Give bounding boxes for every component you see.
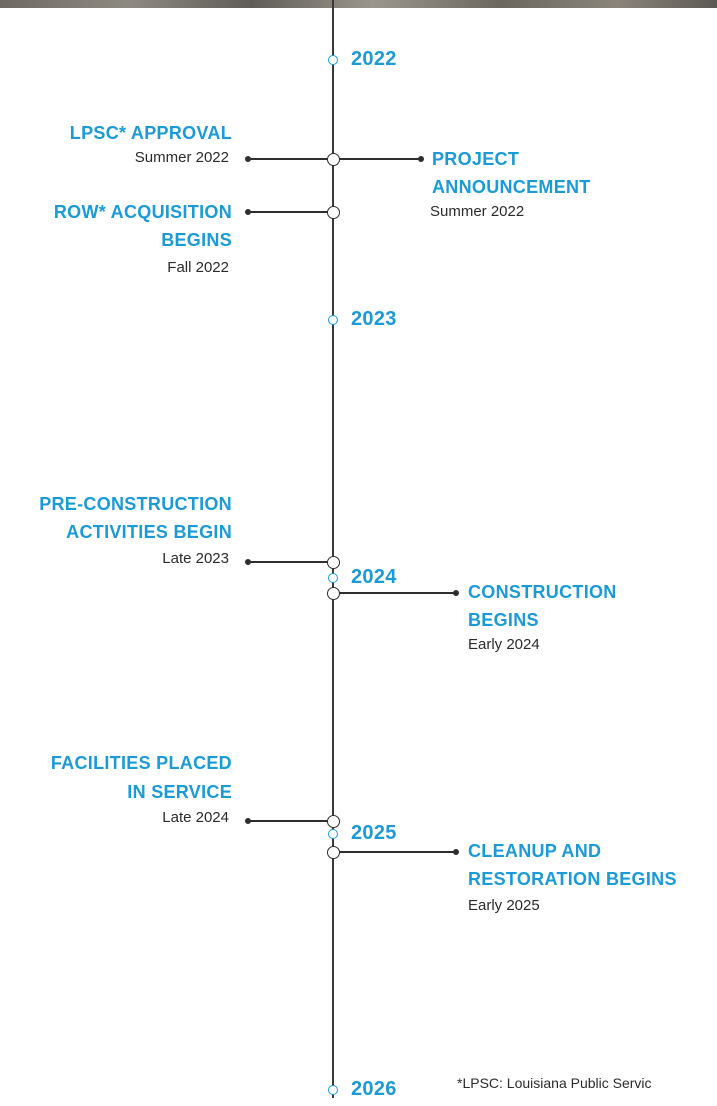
- end-dot-pre-construction: [245, 559, 251, 565]
- connector-pre-construction: [250, 561, 328, 563]
- year-label-2025: 2025: [351, 822, 397, 844]
- end-dot-facilities-in-service: [245, 818, 251, 824]
- event-title-row-acquisition-line1: ROW* ACQUISITION: [53, 202, 232, 222]
- event-date-pre-construction: Late 2023: [162, 550, 229, 567]
- year-label-2022: 2022: [351, 48, 397, 70]
- year-marker-2025: [328, 829, 338, 839]
- footnote: *LPSC: Louisiana Public Servic: [457, 1075, 652, 1091]
- end-dot-construction: [453, 590, 459, 596]
- year-marker-2022: [328, 55, 338, 65]
- event-marker-facilities-in-service: [327, 815, 340, 828]
- event-date-project-announcement: Summer 2022: [430, 203, 525, 220]
- connector-project-announcement: [339, 158, 421, 160]
- event-date-construction: Early 2024: [468, 636, 540, 653]
- event-date-cleanup-restoration: Early 2025: [468, 897, 540, 914]
- year-marker-2024: [328, 573, 338, 583]
- event-date-facilities-in-service: Late 2024: [162, 809, 229, 826]
- event-title-pre-construction-line1: PRE-CONSTRUCTION: [39, 494, 232, 514]
- connector-facilities-in-service: [250, 820, 328, 822]
- event-date-row-acquisition: Fall 2022: [167, 259, 229, 276]
- event-title-construction-line1: CONSTRUCTION: [468, 582, 617, 602]
- timeline-axis: [332, 0, 334, 1098]
- connector-row-acquisition: [250, 211, 328, 213]
- event-title-cleanup-restoration-line2: RESTORATION BEGINS: [468, 869, 677, 889]
- end-dot-lpsc-approval: [245, 156, 251, 162]
- year-label-2023: 2023: [351, 308, 397, 330]
- year-marker-2023: [328, 315, 338, 325]
- event-title-cleanup-restoration-line1: CLEANUP AND: [468, 841, 602, 861]
- connector-lpsc-approval: [250, 158, 328, 160]
- end-dot-row-acquisition: [245, 209, 251, 215]
- event-marker-row-acquisition: [327, 206, 340, 219]
- event-title-facilities-in-service-line1: FACILITIES PLACED: [50, 753, 232, 773]
- year-marker-2026: [328, 1085, 338, 1095]
- event-title-lpsc-approval: LPSC* APPROVAL: [69, 123, 232, 143]
- event-title-project-announcement-line1: PROJECT: [432, 149, 520, 169]
- event-marker-pre-construction: [327, 556, 340, 569]
- year-label-2026: 2026: [351, 1078, 397, 1100]
- end-dot-cleanup-restoration: [453, 849, 459, 855]
- event-title-construction-line2: BEGINS: [468, 610, 539, 630]
- event-date-lpsc-approval: Summer 2022: [134, 149, 229, 166]
- year-label-2024: 2024: [351, 566, 397, 588]
- connector-construction: [339, 592, 456, 594]
- event-title-project-announcement-line2: ANNOUNCEMENT: [432, 177, 591, 197]
- event-title-pre-construction-line2: ACTIVITIES BEGIN: [66, 522, 232, 542]
- header-photo-strip: [0, 0, 717, 8]
- end-dot-project-announcement: [418, 156, 424, 162]
- connector-cleanup-restoration: [339, 851, 456, 853]
- event-title-row-acquisition-line2: BEGINS: [161, 230, 232, 250]
- event-title-facilities-in-service-line2: IN SERVICE: [127, 782, 232, 802]
